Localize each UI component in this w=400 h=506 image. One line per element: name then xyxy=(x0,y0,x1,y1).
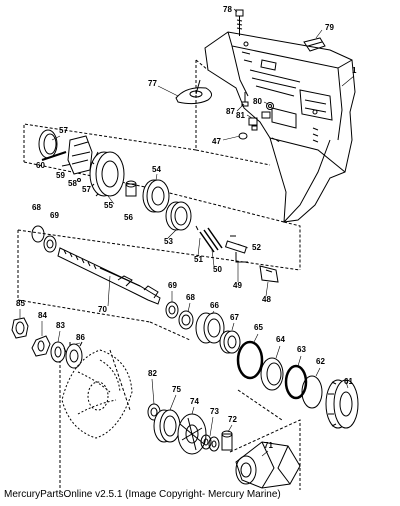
part-label: 77 xyxy=(148,79,157,88)
part-label: 1 xyxy=(352,66,357,75)
leader-lines xyxy=(19,8,355,457)
part-label: 67 xyxy=(230,313,239,322)
part-label: 57 xyxy=(59,126,68,135)
part-label: 74 xyxy=(190,397,199,406)
part-labels: 78 79 1 77 87 80 81 47 57 60 59 58 57 55… xyxy=(16,5,357,450)
part-label: 52 xyxy=(252,243,261,252)
part-label: 69 xyxy=(50,211,59,220)
shift-parts xyxy=(195,225,279,283)
assembly-guide-lines xyxy=(17,59,301,492)
part-label: 70 xyxy=(98,305,107,314)
part-label: 60 xyxy=(36,161,45,170)
forward-gear-group xyxy=(38,129,192,231)
part-label: 78 xyxy=(223,5,232,14)
trim-tab-part xyxy=(175,79,212,105)
part-label: 72 xyxy=(228,415,237,424)
reverse-gear-group xyxy=(147,403,301,489)
part-label: 57 xyxy=(82,185,91,194)
part-label: 84 xyxy=(38,311,47,320)
part-label: 71 xyxy=(264,441,273,450)
part-label: 49 xyxy=(233,281,242,290)
part-label: 73 xyxy=(210,407,219,416)
part-label: 87 xyxy=(226,107,235,116)
part-label: 56 xyxy=(124,213,133,222)
part-label: 63 xyxy=(297,345,306,354)
part-label: 62 xyxy=(316,357,325,366)
part-label: 65 xyxy=(254,323,263,332)
part-label: 85 xyxy=(16,299,25,308)
part-label: 81 xyxy=(236,111,245,120)
image-caption: MercuryPartsOnline v2.5.1 (Image Copyrig… xyxy=(4,489,281,500)
part-label: 75 xyxy=(172,385,181,394)
gearcase-housing xyxy=(204,31,356,223)
anode-part xyxy=(303,37,326,52)
part-label: 82 xyxy=(148,369,157,378)
part-label: 59 xyxy=(56,171,65,180)
prop-nut-group xyxy=(11,317,83,369)
bolt-part xyxy=(235,9,244,36)
part-label: 47 xyxy=(212,137,221,146)
part-label: 64 xyxy=(276,335,285,344)
part-label: 68 xyxy=(186,293,195,302)
part-label: 51 xyxy=(194,255,203,264)
part-label: 55 xyxy=(104,201,113,210)
part-label: 48 xyxy=(262,295,271,304)
propeller-part xyxy=(61,349,133,439)
part-label: 83 xyxy=(56,321,65,330)
hardware-parts xyxy=(238,92,274,140)
part-label: 58 xyxy=(68,179,77,188)
part-label: 53 xyxy=(164,237,173,246)
part-label: 69 xyxy=(168,281,177,290)
propeller-shaft-group xyxy=(31,225,359,429)
part-label: 80 xyxy=(253,97,262,106)
part-label: 50 xyxy=(213,265,222,274)
part-label: 86 xyxy=(76,333,85,342)
part-label: 66 xyxy=(210,301,219,310)
part-label: 54 xyxy=(152,165,161,174)
part-label: 61 xyxy=(344,377,353,386)
part-label: 79 xyxy=(325,23,334,32)
part-label: 68 xyxy=(32,203,41,212)
